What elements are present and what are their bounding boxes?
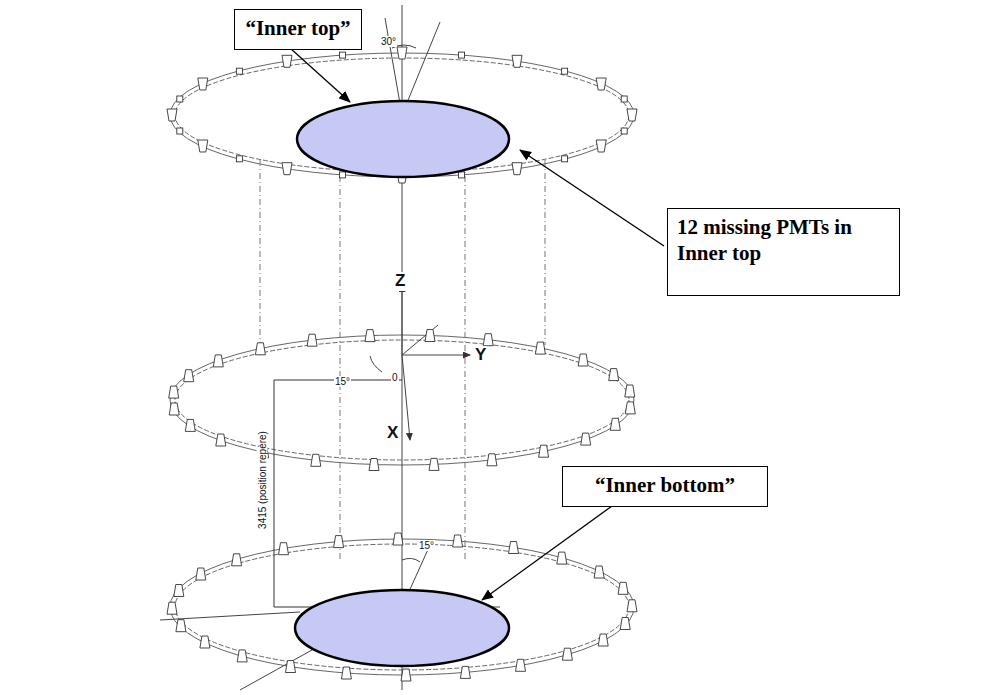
pmt-symbol [460, 666, 470, 678]
callout-box: “Inner top” [234, 9, 362, 50]
pmt-symbol [369, 459, 379, 471]
pmt-symbol [255, 343, 265, 355]
pmt-symbol [169, 386, 179, 398]
pmt-symbol [169, 403, 179, 415]
leader-arrows [290, 48, 664, 600]
callout-box: 12 missing PMTs in Inner top [667, 208, 900, 296]
pmt-symbol [340, 52, 346, 58]
pmt-symbol [307, 334, 317, 346]
pmt-symbol [177, 96, 183, 102]
axis-label: X [386, 424, 399, 443]
pmt-symbol [562, 648, 572, 660]
pmt-symbol [401, 669, 411, 681]
pmt-symbol [198, 78, 208, 90]
pmt-symbol [393, 533, 403, 545]
pmt-symbol [578, 354, 588, 366]
pmt-symbol [562, 68, 568, 74]
pmt-symbol [625, 402, 635, 414]
pmt-symbol [184, 370, 194, 382]
pmt-symbol [167, 109, 177, 121]
pmt-symbol [177, 128, 183, 134]
pmt-symbol [512, 55, 522, 67]
pmt-symbol [620, 618, 630, 630]
axis-label: Y [474, 346, 487, 365]
pmt-symbol [334, 536, 344, 548]
pmt-symbol [562, 156, 568, 162]
pmt-symbol [340, 172, 346, 178]
pmt-symbol [425, 330, 435, 342]
pmt-symbol [594, 566, 604, 578]
origin-label: 0 [391, 372, 399, 383]
pmt-symbol [621, 96, 627, 102]
pmt-symbol [236, 156, 242, 162]
dimension-label: 3415 (position repère) [257, 430, 268, 530]
pmt-symbol [232, 554, 242, 566]
dimension-bracket [274, 380, 402, 607]
pmt-symbol [618, 582, 628, 594]
pmt-symbol [196, 568, 206, 580]
pmt-symbol [311, 454, 321, 466]
pmt-symbol [509, 542, 519, 554]
pmt-symbol [341, 667, 351, 679]
inner-top-region [297, 101, 509, 177]
pmt-symbol [429, 458, 439, 470]
pmt-symbol [598, 634, 608, 646]
callout-text: “Inner top” [244, 15, 352, 41]
angle-label: 15° [334, 376, 351, 387]
pmt-symbol [174, 585, 184, 597]
pmt-symbol [176, 620, 186, 632]
pmt-symbol [627, 109, 637, 121]
pmt-symbol [213, 355, 223, 367]
axis-label: Z [394, 272, 406, 291]
pmt-symbol [282, 163, 292, 175]
angle-label: 15° [418, 540, 435, 551]
inner-bottom-region [295, 590, 509, 666]
pmt-symbol [167, 602, 177, 614]
pmt-symbol [535, 342, 545, 354]
pmt-symbol [365, 330, 375, 342]
pmt-symbol [200, 636, 210, 648]
pmt-symbol [487, 454, 497, 466]
pmt-symbol [237, 650, 247, 662]
pmt-symbol [609, 369, 619, 381]
pmt-symbol [581, 433, 591, 445]
pmt-symbol [596, 140, 606, 152]
pmt-symbol [453, 535, 463, 547]
pmt-symbol [596, 78, 606, 90]
pmt-symbol [459, 172, 465, 178]
pmt-symbol [236, 68, 242, 74]
callout-text: “Inner bottom” [572, 472, 758, 498]
callout-box: “Inner bottom” [562, 466, 768, 507]
pmt-symbol [512, 163, 522, 175]
pmt-symbol [282, 55, 292, 67]
pmt-symbol [483, 334, 493, 346]
pmt-symbol [198, 140, 208, 152]
angle-label: 30° [380, 36, 397, 47]
pmt-symbol [621, 128, 627, 134]
pmt-symbol [516, 659, 526, 671]
pmt-symbol [279, 543, 289, 555]
pmt-symbol [216, 434, 226, 446]
pmt-symbol [557, 552, 567, 564]
pmt-symbol [397, 47, 407, 59]
pmt-symbols [167, 47, 637, 681]
pmt-symbol [625, 385, 635, 397]
callout-text: 12 missing PMTs in Inner top [677, 214, 867, 267]
pmt-symbol [185, 419, 195, 431]
pmt-symbol [539, 445, 549, 457]
pmt-symbol [627, 600, 637, 612]
pmt-symbol [459, 52, 465, 58]
pmt-symbol [610, 418, 620, 430]
pmt-symbol [286, 661, 296, 673]
